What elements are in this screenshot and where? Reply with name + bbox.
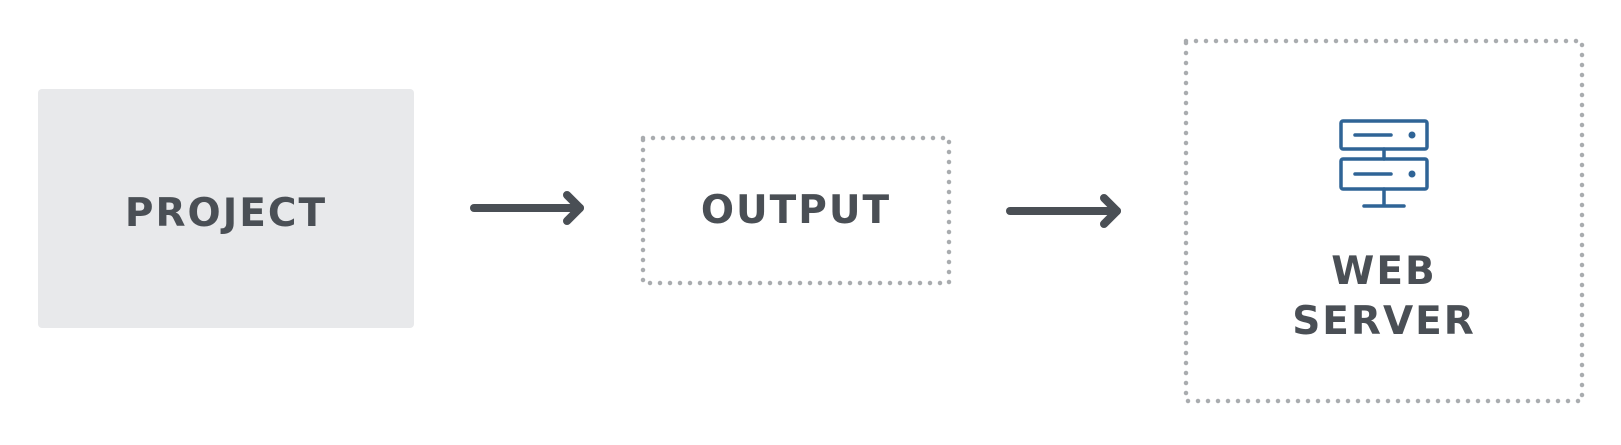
server-icon <box>1339 119 1429 208</box>
web-server-label-line-1: WEB <box>1331 249 1437 294</box>
web-server-label-line-2: SERVER <box>1292 299 1476 344</box>
output-label: OUTPUT <box>700 188 892 233</box>
web-server-node: WEB SERVER <box>1185 40 1583 404</box>
arrow-output-to-webserver <box>1006 194 1121 228</box>
arrow-project-to-output <box>470 191 584 225</box>
project-label: PROJECT <box>124 191 328 236</box>
output-node: OUTPUT <box>641 137 951 284</box>
project-node: PROJECT <box>38 89 414 328</box>
